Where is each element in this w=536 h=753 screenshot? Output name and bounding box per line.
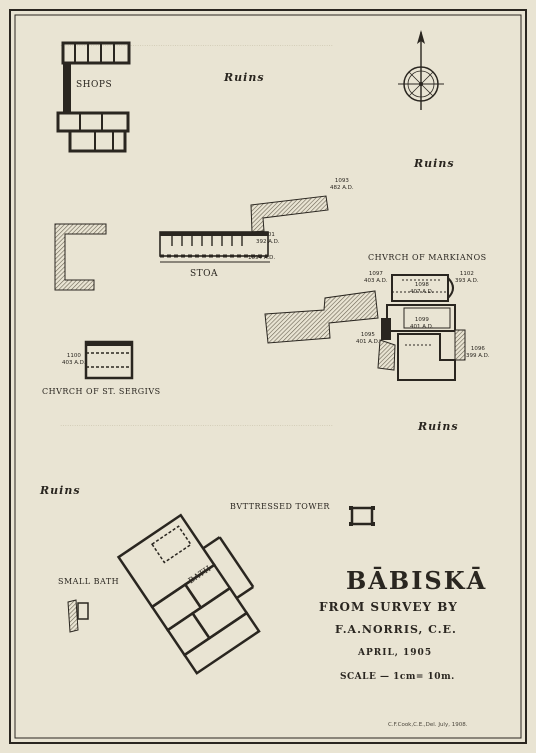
date-1096: 1096 399 A.D. — [466, 346, 490, 359]
shops-plan — [56, 41, 131, 153]
survey-date: APRIL, 1905 — [358, 648, 433, 658]
church-markianos-label: CHVRCH OF MARKIANOS — [368, 253, 487, 262]
date-1094: 1094 A.D. — [248, 255, 276, 261]
date-1093: 1093 482 A.D. — [330, 178, 354, 191]
buttressed-tower-label: BVTTRESSED TOWER — [230, 502, 330, 511]
left-ruin-plan — [54, 223, 107, 291]
outer-frame — [9, 9, 527, 744]
stoa-upper-wall — [250, 195, 329, 233]
date-1102: 1102 393 A.D. — [455, 271, 479, 284]
date-1100: 1100 403 A.D. — [62, 353, 86, 366]
markianos-ruin-south — [377, 339, 396, 371]
ghost-text-1: ……………………………………………………………………………………………………… — [60, 40, 333, 48]
ruins-label-3: Ruins — [418, 420, 459, 433]
inner-frame — [14, 14, 522, 739]
shops-label: SHOPS — [76, 80, 113, 90]
buttressed-tower-plan — [349, 506, 375, 526]
map-scale: SCALE — 1cm= 10m. — [340, 672, 455, 682]
stoa-plan — [159, 231, 270, 263]
ruins-label-1: Ruins — [224, 71, 265, 84]
stoa-label: STOA — [190, 269, 219, 279]
ruins-label-4: Ruins — [40, 484, 81, 497]
draftsman-credit: C.F.Cook,C.E.,Del. July, 1908. — [388, 722, 468, 728]
church-sergius-plan — [84, 340, 134, 380]
markianos-ruin-west — [264, 290, 379, 344]
compass-icon — [398, 30, 444, 110]
map-title: BĀBISKĀ — [346, 566, 488, 595]
bath-plan — [116, 513, 261, 675]
church-markianos-plan — [381, 274, 466, 381]
surveyor-name: F.A.NORRIS, C.E. — [335, 623, 457, 636]
ruins-label-2: Ruins — [414, 157, 455, 170]
map-subtitle: FROM SURVEY BY — [319, 600, 458, 614]
ghost-text-2: ……………………………………………………………………………………………………… — [60, 420, 333, 428]
date-1097: 1097 403 A.D. — [364, 271, 388, 284]
date-1098: 1098 407 A.D. — [410, 282, 434, 295]
date-1095: 1095 401 A.D. — [356, 332, 380, 345]
small-bath-label: SMALL BATH — [58, 577, 120, 586]
date-1101: 1101 392 A.D. — [256, 232, 280, 245]
small-bath-plan — [67, 599, 89, 633]
date-1099: 1099 401 A.D. — [410, 317, 434, 330]
church-sergius-label: CHVRCH OF ST. SERGIVS — [42, 387, 161, 396]
